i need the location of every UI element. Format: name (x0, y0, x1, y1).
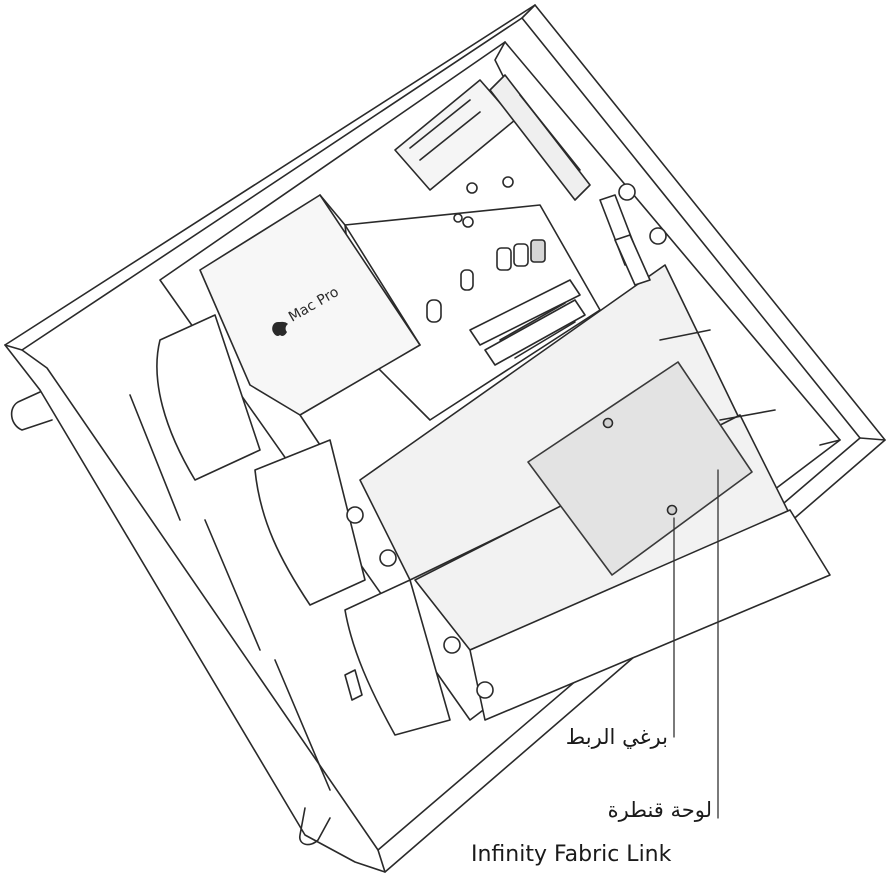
fan-modules (129, 314, 451, 791)
bridge-callout-label-english: Infinity Fabric Link (471, 842, 672, 867)
apple-logo (272, 321, 288, 336)
power-supply: Mac Pro (199, 194, 421, 461)
rear-bracket (394, 74, 591, 201)
infinity-fabric-link-bridge (527, 361, 753, 576)
logic-board (344, 176, 601, 421)
bridge-screw-top (602, 417, 614, 429)
bridge-callout-label-arabic: لوحة قنطرة (607, 798, 712, 822)
bridge-screw-bottom (666, 504, 678, 516)
callout-leaders (673, 469, 719, 819)
screw-callout-label: برغي الربط (565, 725, 668, 749)
